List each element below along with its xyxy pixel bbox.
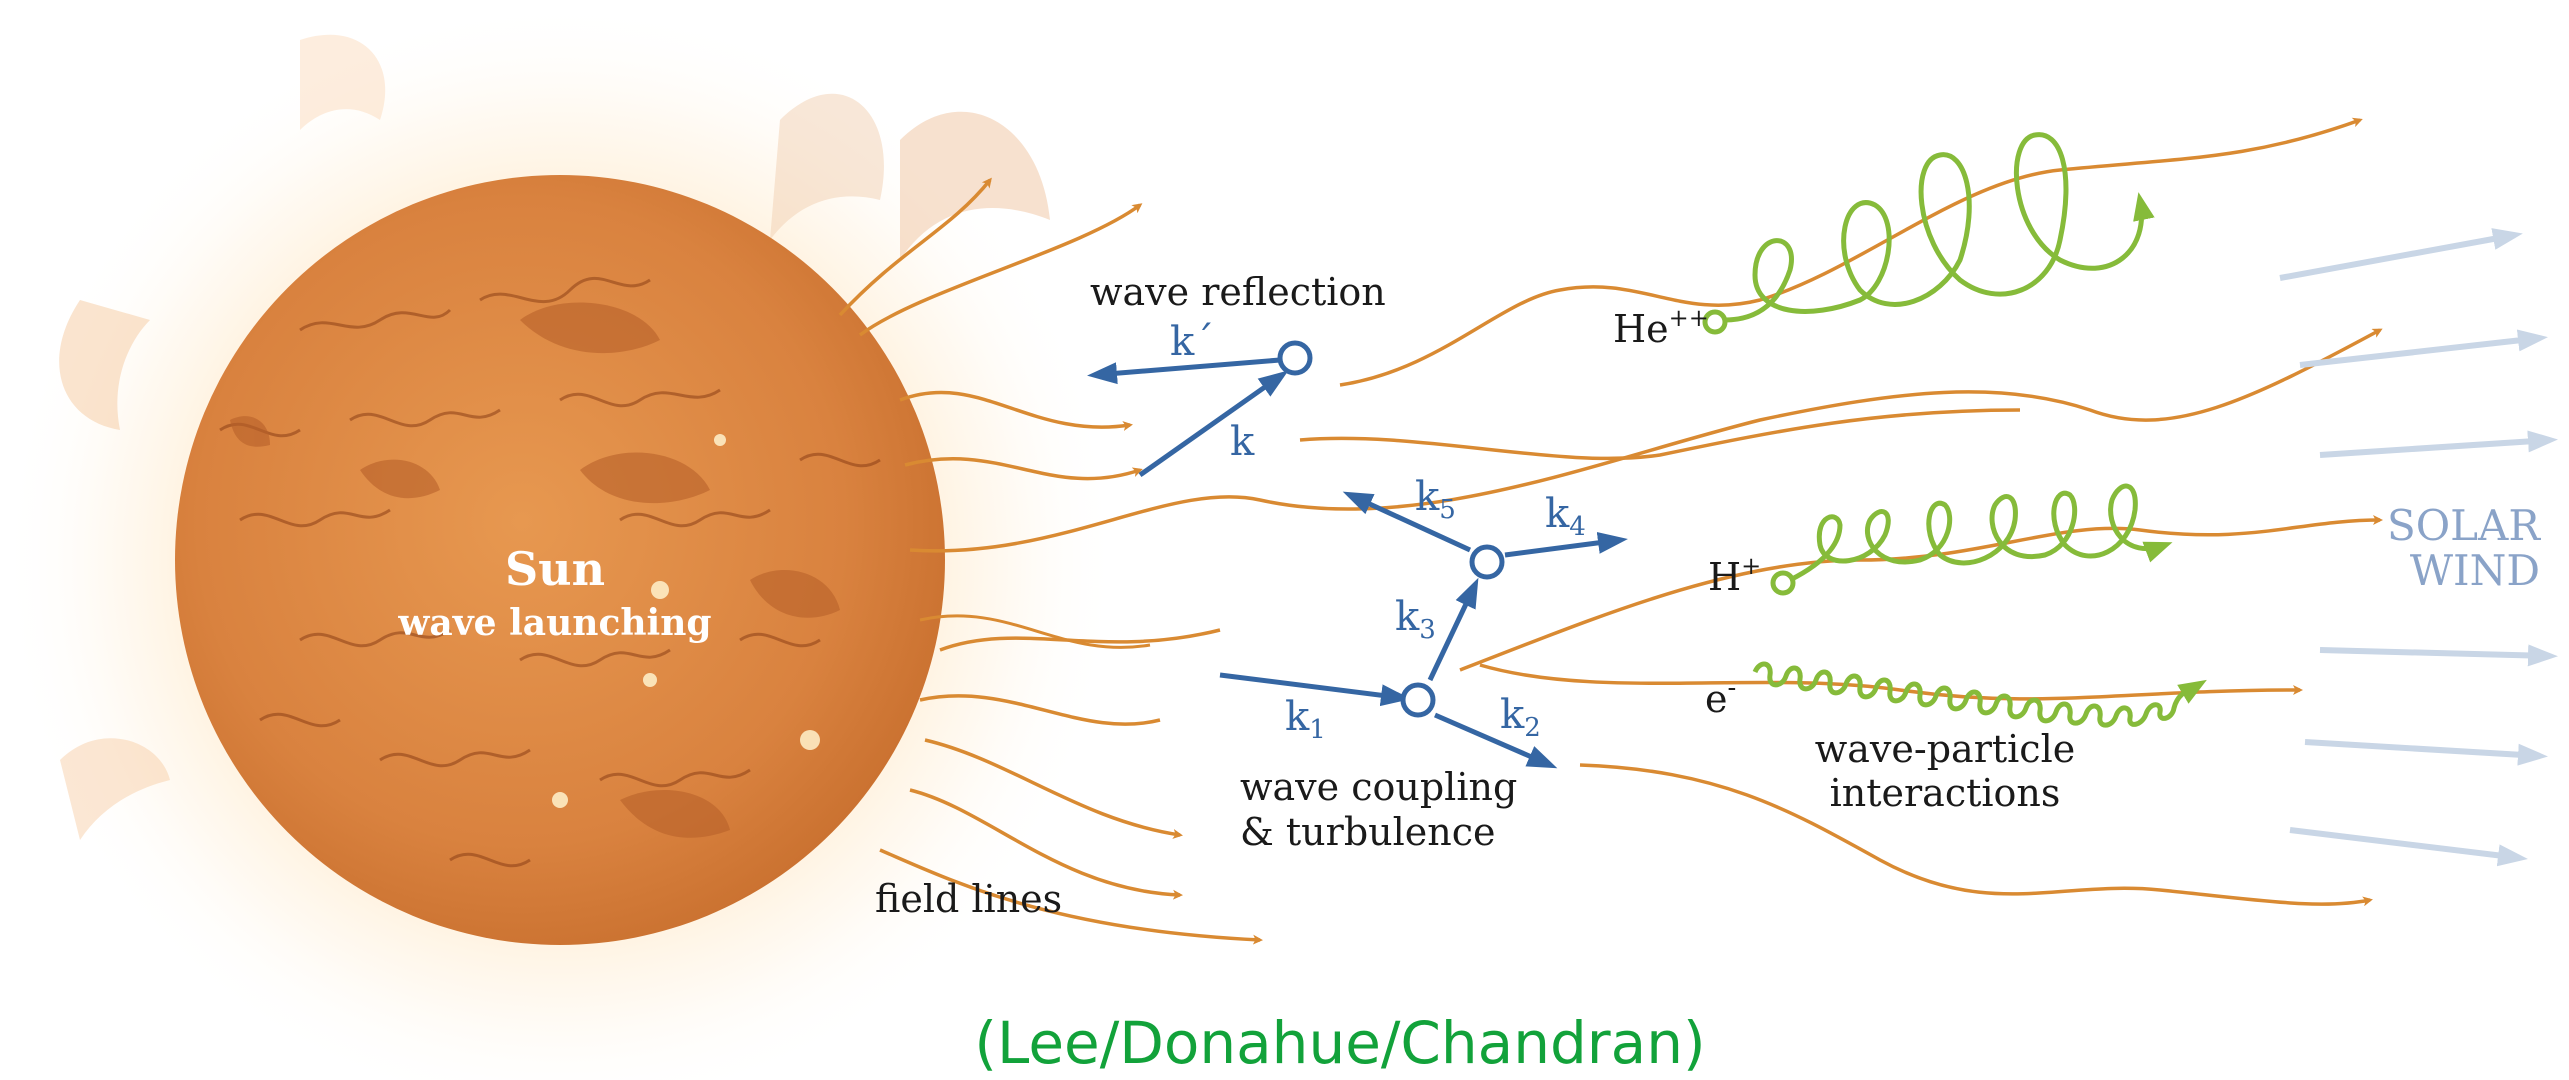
label-k5: k5 <box>1415 474 1456 525</box>
proton-origin <box>1773 573 1793 593</box>
vector-k <box>1140 375 1282 475</box>
label-helium: He++ <box>1613 304 1709 351</box>
solar-wind-arrow <box>2290 830 2520 858</box>
coupling-node-upper <box>1472 547 1502 577</box>
particle-spirals <box>1705 135 2200 726</box>
label-proton: H+ <box>1708 552 1761 599</box>
label-k4: k4 <box>1545 491 1586 542</box>
label-k2: k2 <box>1500 692 1541 743</box>
label-solar: SOLAR <box>2387 501 2541 550</box>
field-line <box>910 330 2380 551</box>
label-k3: k3 <box>1395 594 1436 645</box>
field-lines <box>840 120 2380 940</box>
label-wave-particle: wave-particle <box>1815 727 2075 771</box>
label-wave-coupling: wave coupling <box>1240 765 1517 809</box>
field-line <box>1300 410 2020 458</box>
label-k1: k1 <box>1285 694 1326 745</box>
wave-vectors <box>1095 343 1620 765</box>
coupling-node-lower <box>1403 685 1433 715</box>
label-electron: e- <box>1705 673 1736 721</box>
field-line <box>1340 120 2360 385</box>
solar-wind-arrow <box>2320 440 2550 455</box>
label-wave-reflection: wave reflection <box>1090 270 1386 314</box>
solar-wind-arrow <box>2305 742 2540 756</box>
sun: Sun wave launching <box>175 175 945 945</box>
label-k: k <box>1230 419 1255 465</box>
credit-line: (Lee/Donahue/Chandran) <box>974 1009 1705 1077</box>
solar-wind-arrow <box>2280 235 2515 278</box>
proton-spiral <box>1790 486 2165 580</box>
label-field-lines: field lines <box>875 877 1062 921</box>
label-interactions: interactions <box>1830 771 2061 815</box>
vector-k4 <box>1505 540 1620 555</box>
labels: wave reflection k´ k k1 k2 k3 k4 k5 wave… <box>875 270 2541 1077</box>
reflection-node <box>1280 343 1310 373</box>
vector-k1 <box>1220 675 1403 698</box>
solar-wind-arrow <box>2320 650 2550 656</box>
label-turbulence: & turbulence <box>1240 810 1496 854</box>
sun-subtitle: wave launching <box>397 602 711 644</box>
sun-title: Sun <box>505 542 605 596</box>
label-k-prime: k´ <box>1170 319 1214 365</box>
label-wind: WIND <box>2410 546 2540 595</box>
